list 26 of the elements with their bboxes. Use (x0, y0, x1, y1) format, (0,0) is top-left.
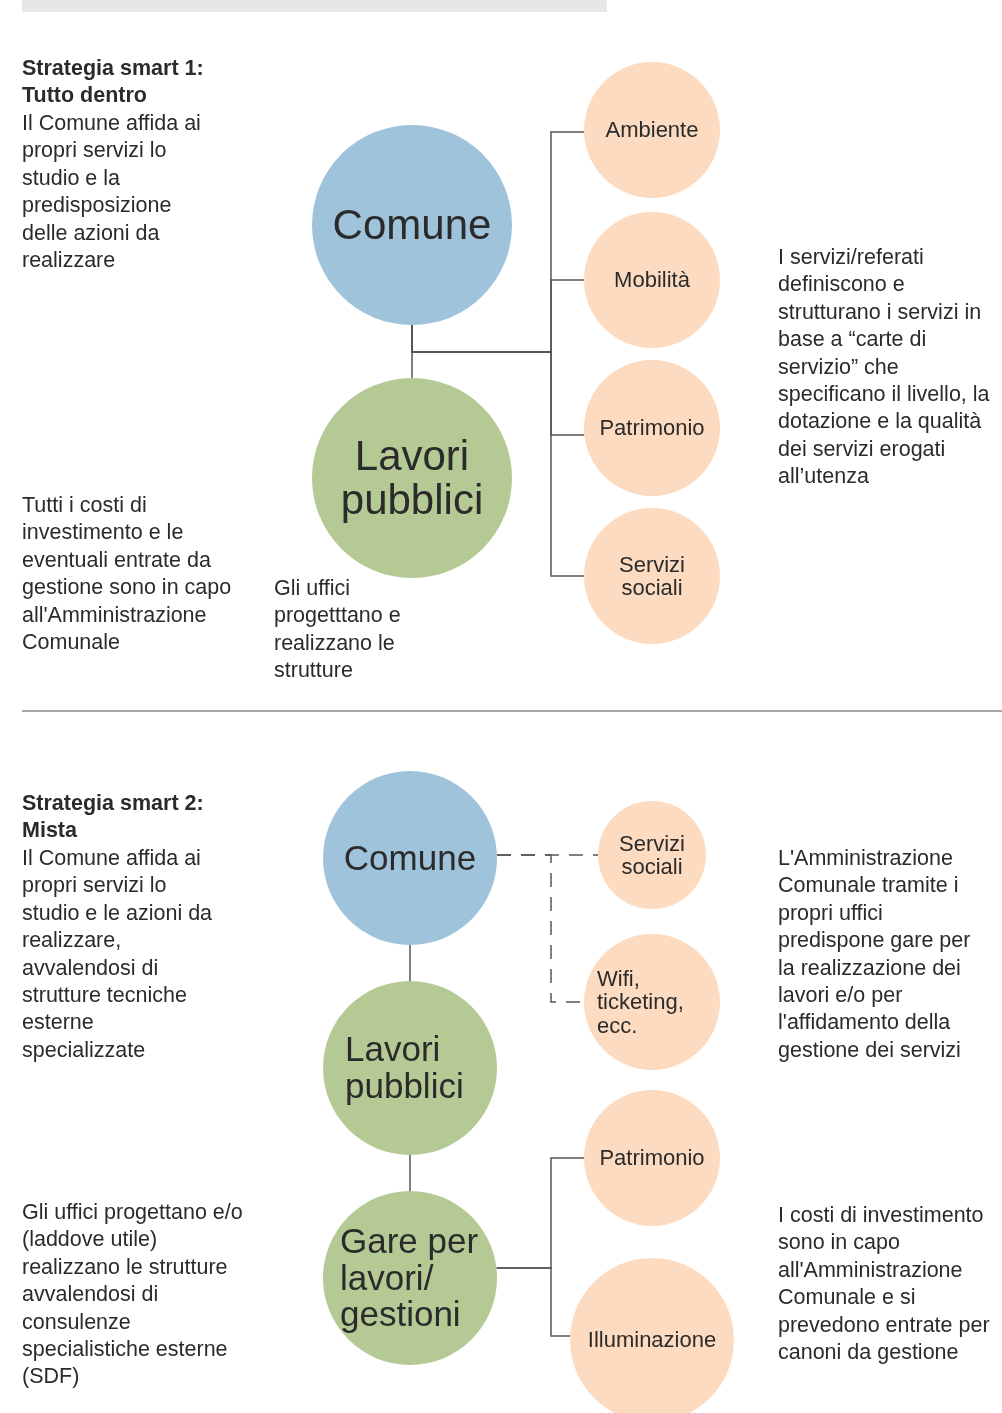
note-text: Il Comune affida ai propri servizi lo studio e le azioni da realizzare, avvalendosi di strutture tecniche esterne specializzate (22, 845, 214, 1064)
connector-line (495, 1267, 571, 1337)
note-text: Il Comune affida ai propri servizi lo studio e la predisposizione delle azioni da realizzare (22, 110, 202, 275)
node-label: Patrimonio (598, 416, 706, 440)
node-label: Gare per lavori/ gestioni (340, 1222, 480, 1334)
node-label: Comune (342, 839, 478, 877)
node-label: Mobilità (613, 268, 691, 292)
node-label: Comune (331, 202, 493, 248)
node-label: Ambiente (604, 118, 700, 142)
note-text: Gli uffici progettano e/o (laddove utile) realizzano le strutture avvalendosi di consulenze specialistiche esterne (SDF) (22, 1199, 244, 1391)
node-label: Lavori pubblici (339, 433, 485, 523)
node-label: Servizi sociali (618, 552, 686, 600)
connector-line (409, 1154, 411, 1192)
section-heading: Strategia smart 1: Tutto dentro (22, 55, 205, 110)
note-text: Tutti i costi di investimento e le eventuali entrate da gestione sono in capo all'Amministrazione Comunale (22, 492, 233, 657)
node-label: Servizi sociali (618, 831, 686, 879)
node-label: Wifi, ticketing, ecc. (597, 967, 685, 1037)
node-label: Illuminazione (586, 1328, 718, 1352)
note-text: I servizi/referati definiscono e strutturano i servizi in base a “carte di servizio” che specificano il livello, la dotazione e la qualità dei servizi erogati all’utenza (778, 244, 991, 491)
note-text: L'Amministrazione Comunale tramite i propri uffici predispone gare per la realizzazione dei lavori e/o per l'affidamento della gestione dei servizi (778, 845, 972, 1064)
section-heading: Strategia smart 2: Mista (22, 790, 205, 845)
node-label: Patrimonio (598, 1146, 706, 1170)
note-text: I costi di investimento sono in capo all'Amministrazione Comunale e si prevedono entrate per canoni da gestione (778, 1202, 991, 1367)
note-text: Gli uffici progetttano e realizzano le strutture (274, 575, 402, 685)
node-label: Lavori pubblici (345, 1031, 465, 1105)
connector-line (409, 944, 411, 982)
